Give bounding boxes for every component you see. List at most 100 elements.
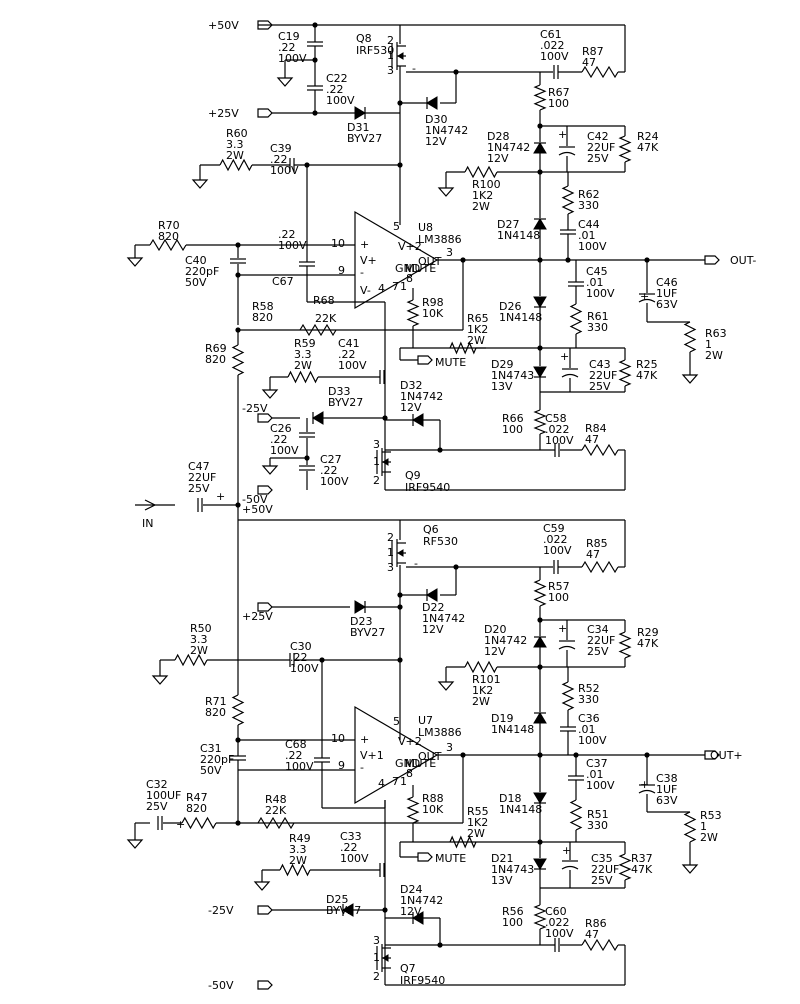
d30-diode xyxy=(426,96,438,110)
net-label: +50V xyxy=(208,19,239,32)
r57-resistor xyxy=(533,579,547,607)
label: .22 xyxy=(270,153,288,166)
label: 13V xyxy=(491,874,513,887)
c38-capacitor xyxy=(638,789,656,794)
label: R50 xyxy=(190,622,212,635)
ic-ref: U7 xyxy=(418,714,433,727)
label: .22 xyxy=(338,348,356,361)
label: 330 xyxy=(587,321,608,334)
r70-resistor xyxy=(149,238,187,252)
label: 22K xyxy=(315,312,337,325)
ground-symbol xyxy=(681,864,699,874)
junction-dot xyxy=(397,162,403,168)
label: R63 xyxy=(705,327,727,340)
label: R71 xyxy=(205,695,227,708)
label: R66 xyxy=(502,412,524,425)
label: .22 xyxy=(285,749,303,762)
pin-number: 1 xyxy=(400,280,407,293)
label: D20 xyxy=(484,623,506,636)
pin-number: 3 xyxy=(387,64,394,77)
label: Q7 xyxy=(400,962,416,975)
label: R55 xyxy=(467,805,489,818)
d18-diode xyxy=(533,792,547,804)
label: 22UF xyxy=(587,141,615,154)
label: 820 xyxy=(186,802,207,815)
pin-label: - xyxy=(360,761,364,774)
label: C67 xyxy=(272,275,294,288)
pin-label: + xyxy=(360,238,369,251)
label: 100 xyxy=(502,916,523,929)
net-port xyxy=(257,108,273,118)
label: 22K xyxy=(265,804,287,817)
label: R51 xyxy=(587,808,609,821)
c35-capacitor xyxy=(561,865,579,870)
junction-dot xyxy=(397,100,403,106)
label: 50V xyxy=(185,276,207,289)
c43-capacitor xyxy=(561,373,579,378)
d24-diode xyxy=(412,911,424,925)
c34-capacitor xyxy=(558,645,576,650)
net-label: MUTE xyxy=(435,852,466,865)
label: D28 xyxy=(487,130,509,143)
ground-symbol xyxy=(151,675,169,685)
label: R24 xyxy=(637,130,659,143)
label: 12V xyxy=(400,401,422,414)
label: R25 xyxy=(636,358,658,371)
label: 100V xyxy=(586,287,615,300)
label: R59 xyxy=(294,337,316,350)
label: C61 xyxy=(540,28,562,41)
r25-resistor xyxy=(618,359,632,387)
label: 25V xyxy=(591,874,613,887)
label: 1N4743 xyxy=(491,863,534,876)
label: .022 xyxy=(545,423,570,436)
label: 22UF xyxy=(188,471,216,484)
net-label: MUTE xyxy=(435,356,466,369)
r84-resistor xyxy=(581,443,619,457)
label: 330 xyxy=(587,819,608,832)
pin-number: 1 xyxy=(373,951,380,964)
d28-diode xyxy=(533,142,547,154)
label: .22 xyxy=(270,433,288,446)
r87-resistor xyxy=(581,65,619,79)
label: 100V xyxy=(578,240,607,253)
label: C27 xyxy=(320,453,342,466)
label: 100 xyxy=(548,97,569,110)
label: 12V xyxy=(400,905,422,918)
d19-diode xyxy=(533,712,547,724)
net-label: -25V xyxy=(242,402,268,415)
label: C42 xyxy=(587,130,609,143)
label: 100UF xyxy=(146,789,181,802)
r71-resistor xyxy=(231,694,245,726)
ic-ref: U8 xyxy=(418,221,433,234)
d26-diode xyxy=(533,296,547,308)
label: 2W xyxy=(226,149,244,162)
label: R49 xyxy=(289,832,311,845)
junction-dot xyxy=(397,592,403,598)
r56-resistor xyxy=(533,904,547,930)
label: 100V xyxy=(338,359,367,372)
pin-number: 10 xyxy=(331,732,345,745)
label: R87 xyxy=(582,45,604,58)
label: 330 xyxy=(578,199,599,212)
pin-label: V+2 xyxy=(398,735,422,748)
label: 47 xyxy=(585,433,599,446)
pin-number: 5 xyxy=(393,715,400,728)
label: R85 xyxy=(586,537,608,550)
d23-diode xyxy=(354,600,366,614)
label: 1K2 xyxy=(472,189,493,202)
label: 330 xyxy=(578,693,599,706)
junction-dot xyxy=(382,415,388,421)
label: 220pF xyxy=(200,753,234,766)
label: 25V xyxy=(188,482,210,495)
net-port xyxy=(257,905,273,915)
label: R60 xyxy=(226,127,248,140)
c42-capacitor xyxy=(558,151,576,156)
net-port xyxy=(417,852,433,862)
label: C60 xyxy=(545,905,567,918)
junction-dot xyxy=(397,657,403,663)
label: 1N4148 xyxy=(499,311,542,324)
polarity-mark: + xyxy=(562,844,571,857)
polarity-mark: + xyxy=(640,778,649,791)
label: D22 xyxy=(422,601,444,614)
wire xyxy=(144,499,156,506)
